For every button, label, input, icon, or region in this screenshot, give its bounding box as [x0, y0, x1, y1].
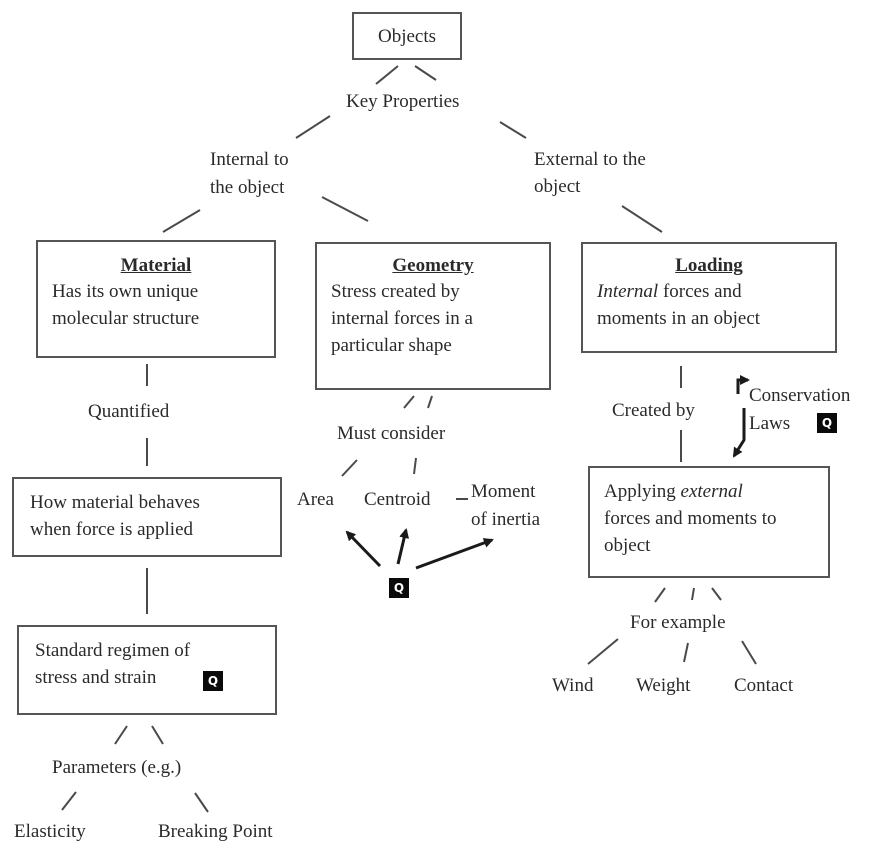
arrow-q-area	[345, 530, 382, 568]
loading-line-2: moments in an object	[597, 308, 761, 329]
link-standard-parameters-right	[151, 725, 164, 745]
standard-line-1: Standard regimen of	[35, 640, 191, 661]
geometry-title: Geometry	[392, 255, 474, 276]
for-example-label: For example	[630, 612, 726, 633]
moment-label: Moment	[471, 481, 536, 502]
arrow-q-moment	[415, 538, 494, 570]
applying-line-3: object	[604, 535, 651, 556]
material-box: Material Has its own unique molecular st…	[36, 240, 276, 358]
the-object-label: the object	[210, 177, 285, 198]
geometry-line-2: internal forces in a	[331, 308, 473, 329]
link-internal-geometry	[321, 196, 369, 222]
loading-title: Loading	[675, 255, 743, 276]
q-icon-conservation[interactable]: Q	[817, 413, 837, 433]
centroid-label: Centroid	[364, 489, 431, 510]
of-inertia-label: of inertia	[471, 509, 541, 530]
contact-label: Contact	[734, 675, 794, 696]
quantified-label: Quantified	[88, 401, 170, 422]
material-line-2: molecular structure	[52, 308, 200, 329]
link-internal-material	[162, 209, 201, 233]
link-mustconsider-centroid	[413, 457, 417, 475]
loading-line-1-rest: forces and	[658, 281, 742, 302]
link-forexample-contact	[741, 640, 757, 665]
elasticity-label: Elasticity	[14, 821, 86, 842]
external-object-label: object	[534, 176, 581, 197]
weight-label: Weight	[636, 675, 691, 696]
arrow-conservation-in	[736, 375, 750, 394]
loading-box: Loading Internal forces and moments in a…	[581, 242, 837, 353]
link-keyprops-external	[499, 121, 527, 139]
link-keyprops-internal	[295, 115, 331, 139]
laws-label: Laws	[749, 413, 791, 434]
link-geometry-mustconsider-right	[427, 395, 433, 409]
internal-to-label: Internal to	[210, 149, 289, 170]
applying-line-1: Applying external	[604, 478, 828, 505]
link-objects-keyprops-right	[414, 65, 437, 81]
wind-label: Wind	[552, 675, 594, 696]
geometry-line-3: particular shape	[331, 335, 452, 356]
link-geometry-mustconsider-left	[403, 395, 415, 409]
area-label: Area	[297, 489, 334, 510]
link-forexample-weight	[683, 642, 689, 663]
standard-box: Standard regimen of stress and strain	[17, 625, 277, 715]
link-applying-forexample-left	[654, 587, 666, 603]
geometry-box: Geometry Stress created by internal forc…	[315, 242, 551, 390]
parameters-label: Parameters (e.g.)	[52, 757, 182, 778]
link-forexample-wind	[587, 638, 619, 665]
arrow-q-centroid	[396, 528, 410, 565]
arrow-conservation-out	[732, 408, 746, 458]
link-parameters-elasticity	[61, 791, 77, 811]
standard-line-2: stress and strain	[35, 667, 157, 688]
must-consider-label: Must consider	[337, 423, 446, 444]
breaking-point-label: Breaking Point	[158, 821, 273, 842]
applying-line-2: forces and moments to	[604, 508, 777, 529]
material-title: Material	[120, 255, 192, 276]
link-objects-keyprops-left	[375, 65, 399, 85]
link-standard-parameters-left	[114, 725, 128, 745]
link-applying-forexample-mid	[691, 587, 695, 601]
applying-pre: Applying	[604, 481, 681, 502]
conservation-label: Conservation	[749, 385, 851, 406]
q-icon-geometry[interactable]: Q	[389, 578, 409, 598]
key-properties-label: Key Properties	[346, 91, 460, 112]
objects-label: Objects	[377, 26, 437, 47]
material-line-1: Has its own unique	[52, 281, 199, 302]
behaves-box: How material behaves when force is appli…	[12, 477, 282, 557]
applying-box: Applying external forces and moments to …	[588, 466, 830, 578]
q-icon-standard[interactable]: Q	[203, 671, 223, 691]
behaves-line-1: How material behaves	[30, 492, 200, 513]
created-by-label: Created by	[612, 400, 695, 421]
loading-internal-em: Internal	[597, 281, 659, 302]
loading-line-1: Internal forces and	[597, 278, 835, 305]
objects-box: Objects	[352, 12, 462, 60]
external-to-label: External to the	[534, 149, 646, 170]
link-applying-forexample-right	[711, 587, 722, 601]
link-external-loading	[621, 205, 663, 233]
behaves-line-2: when force is applied	[30, 519, 194, 540]
geometry-line-1: Stress created by	[331, 281, 460, 302]
link-parameters-breaking	[194, 792, 209, 813]
applying-external-em: external	[680, 481, 743, 502]
link-mustconsider-area	[341, 459, 358, 477]
